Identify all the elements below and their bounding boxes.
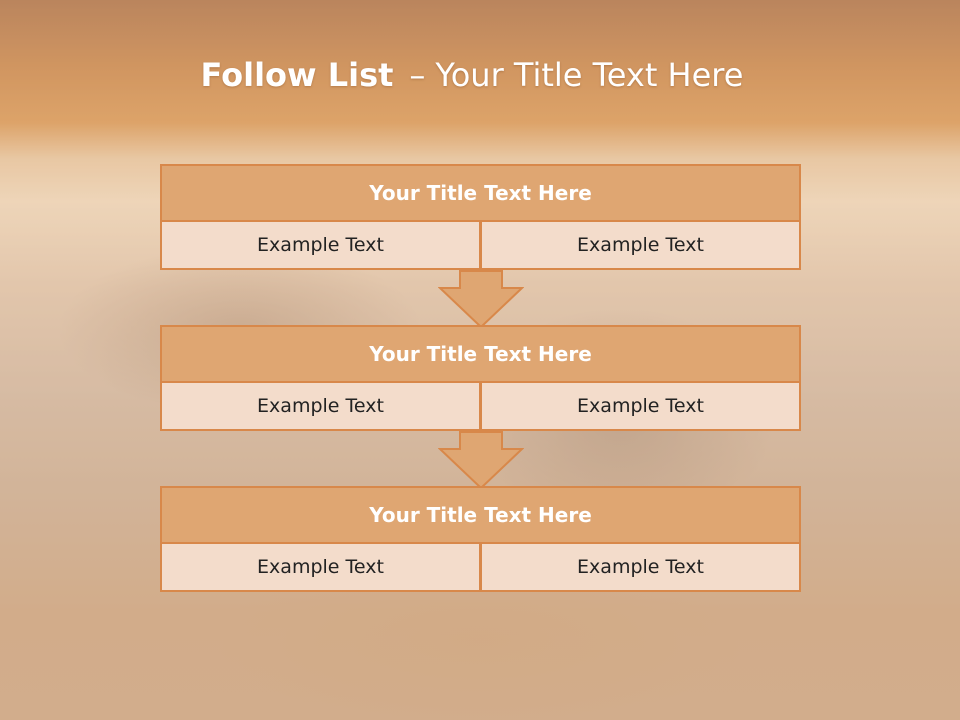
block-title: Your Title Text Here [160,164,801,222]
block-right-cell: Example Text [480,381,801,431]
list-block-3: Your Title Text Here Example Text Exampl… [160,486,801,592]
block-right-cell: Example Text [480,220,801,270]
list-block-1: Your Title Text Here Example Text Exampl… [160,164,801,270]
block-right-cell: Example Text [480,542,801,592]
slide-title-rest: Your Title Text Here [435,56,744,94]
block-left-cell: Example Text [160,381,481,431]
down-arrow-icon [438,270,524,328]
block-left-cell: Example Text [160,542,481,592]
slide-title-separator: – [409,56,426,94]
slide-title-bold: Follow List [200,56,394,94]
slide-title: Follow List–Your Title Text Here [0,52,944,98]
block-title: Your Title Text Here [160,325,801,383]
block-left-cell: Example Text [160,220,481,270]
down-arrow-icon [438,431,524,489]
block-title: Your Title Text Here [160,486,801,544]
list-block-2: Your Title Text Here Example Text Exampl… [160,325,801,431]
